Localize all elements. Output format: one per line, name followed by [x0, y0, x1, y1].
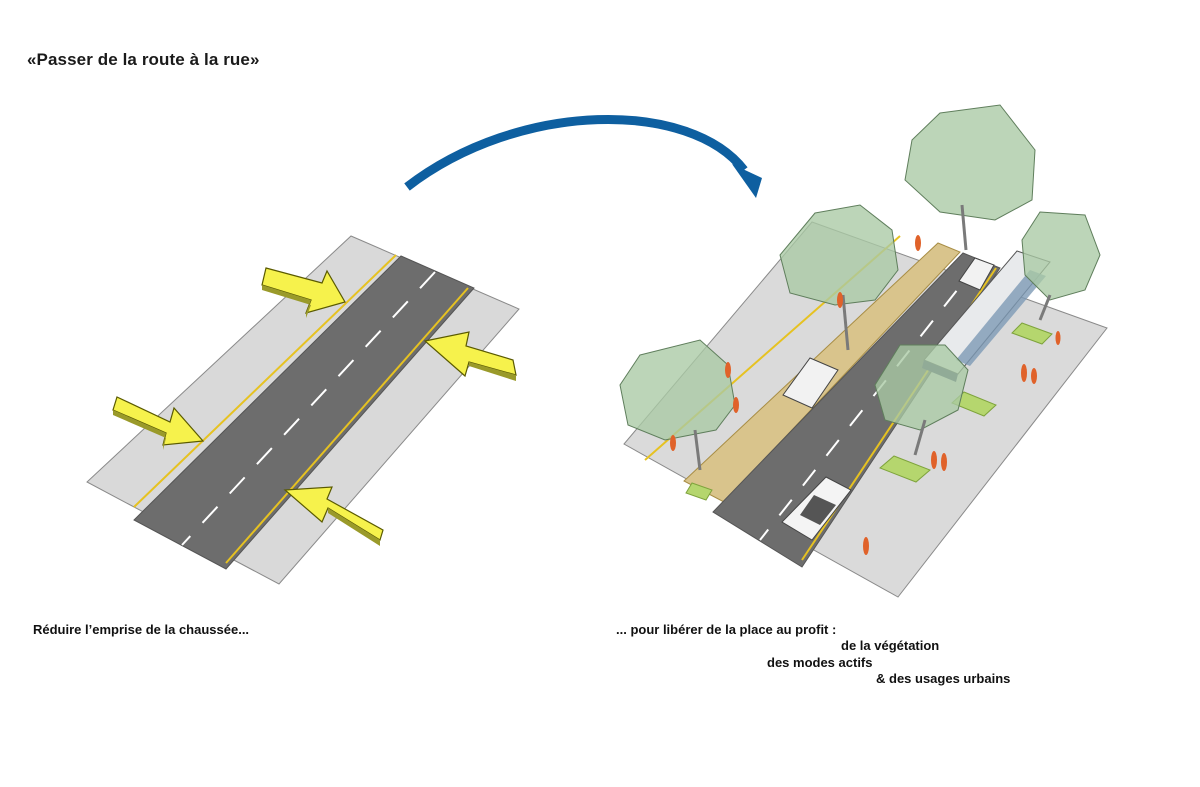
- squeeze-arrow-top-left: [261, 267, 346, 318]
- street-after-illustration: [619, 104, 1108, 598]
- right-caption-line-1: ... pour libérer de la place au profit :: [616, 622, 837, 637]
- right-caption-line-3: des modes actifs: [767, 655, 873, 670]
- tree-right-upper: [1021, 211, 1101, 301]
- page-title: «Passer de la route à la rue»: [27, 50, 260, 69]
- pedestrians: [670, 235, 1061, 555]
- tree-left-upper: [779, 204, 899, 306]
- car-bottom: [781, 476, 852, 541]
- transition-arrow: [404, 114, 762, 198]
- right-caption-line-2: de la végétation: [841, 638, 940, 653]
- tree-top: [904, 104, 1036, 221]
- right-caption-line-4: & des usages urbains: [876, 671, 1011, 686]
- left-caption: Réduire l’emprise de la chaussée...: [33, 622, 250, 637]
- trees: [619, 104, 1101, 471]
- squeeze-arrow-bottom: [283, 486, 384, 546]
- squeeze-arrow-left: [112, 396, 205, 450]
- road-before-illustration: [86, 235, 520, 585]
- tree-left-lower: [619, 339, 736, 441]
- car-middle: [782, 357, 839, 409]
- squeeze-arrow-right: [423, 331, 517, 381]
- car-top: [958, 257, 995, 291]
- tree-right-middle: [874, 344, 969, 431]
- roadway-before: [133, 255, 475, 570]
